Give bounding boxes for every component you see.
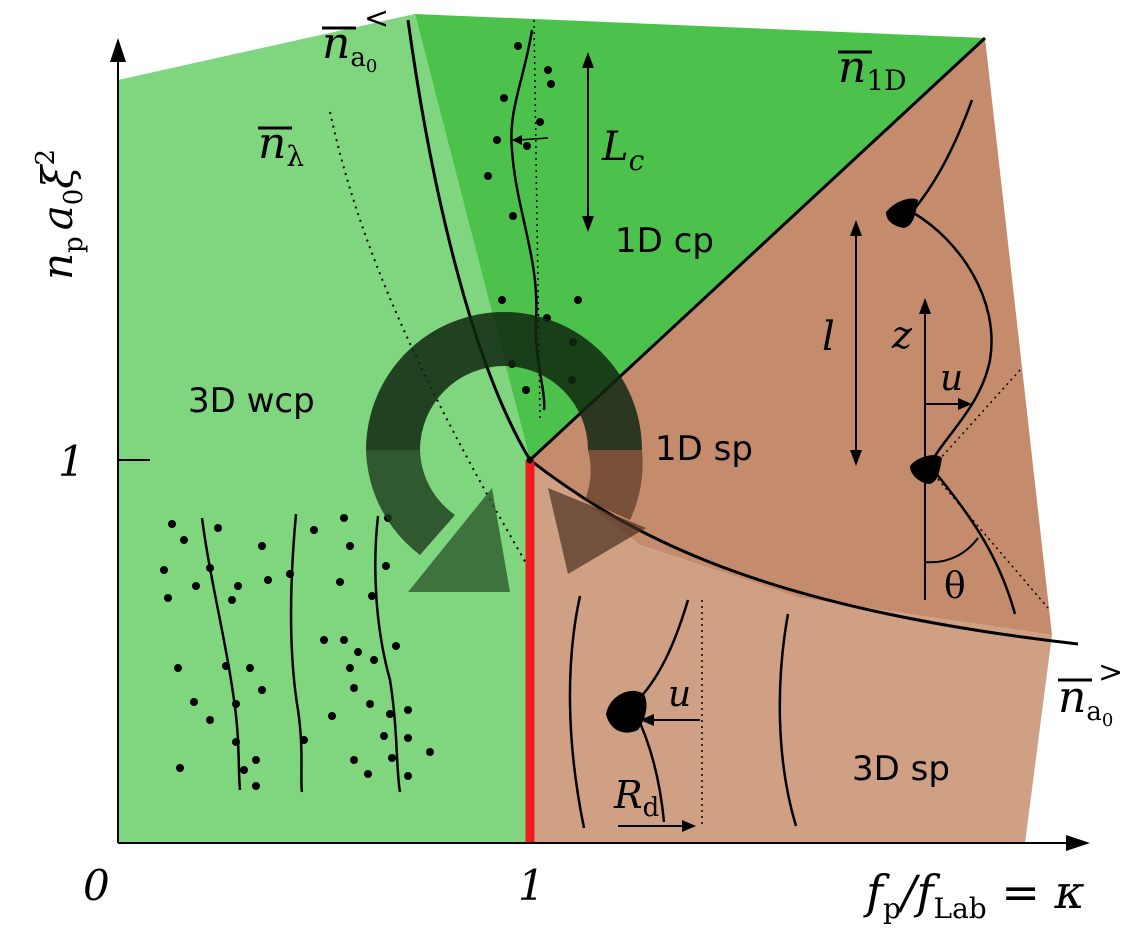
region-3d-wcp [118, 14, 530, 843]
label-n-lambda: nλ [258, 118, 304, 173]
region-3d-sp [530, 460, 1052, 843]
inset-3d-sp-pin [606, 690, 647, 733]
inset-1d-cp-reference-line [533, 19, 541, 421]
lc-double-arrow-top [582, 52, 594, 68]
region-label-1d-sp: 1D sp [655, 429, 753, 469]
y-label-sup-2: 2 [31, 149, 61, 166]
label-rd: Rd [613, 773, 659, 823]
theta-arc [924, 537, 979, 564]
inset-3d-sp-line-3 [778, 613, 798, 827]
inset-3d-sp: u Rd [568, 595, 798, 832]
label-n-1d: n1D [838, 42, 907, 97]
x-tick-label-1: 1 [518, 861, 545, 910]
y-label-xi: ξ [33, 164, 82, 189]
curved-arrow-ring-left-lower [366, 450, 455, 555]
spacing-arrow-bottom [850, 450, 862, 466]
origin-tick-label: 0 [83, 861, 110, 910]
inset-3d-sp-line-1 [568, 595, 586, 829]
svg-text:na0: na0 [1058, 672, 1113, 731]
curved-arrow-ring-right-lower [585, 450, 643, 520]
lc-arrow-pointer [517, 137, 549, 141]
svg-text:n1D: n1D [838, 42, 907, 97]
y-label-n: n [33, 253, 82, 280]
svg-text:>: > [1098, 655, 1123, 690]
inset-1d-sp-z-arrowhead [919, 298, 931, 314]
curve-n-a0-greater [529, 458, 1079, 646]
svg-text:<: < [364, 1, 389, 36]
curve-n-a0-less [406, 19, 532, 461]
curved-transition-arrow [366, 312, 646, 592]
label-l: l [822, 314, 835, 360]
y-label-sub-p: p [59, 236, 89, 253]
x-label-sub-p: p [883, 892, 901, 925]
label-n-a0-greater: na0 > [1058, 655, 1123, 731]
x-axis-arrowhead [1066, 835, 1090, 851]
region-label-3d-sp: 3D sp [852, 749, 950, 789]
inset-3d-wcp-line-3 [374, 515, 402, 793]
inset-3d-wcp-pins [160, 514, 434, 790]
tangent-dotted-line-lower [929, 469, 1049, 609]
x-label-sub-lab: Lab [934, 892, 987, 925]
lc-arrow-pointer-head [512, 135, 522, 145]
y-axis-label: npa0ξ2 [31, 149, 89, 280]
u-lower-arrowhead [640, 714, 654, 726]
x-label-tail: = κ [987, 865, 1085, 919]
critical-point [526, 456, 534, 464]
curved-arrow-head-left [408, 488, 510, 592]
x-axis-label: fp/fLab = κ [863, 865, 1085, 925]
label-z: z [891, 313, 913, 357]
label-theta: θ [944, 566, 966, 607]
tangent-dotted-line [929, 369, 1021, 471]
svg-text:na0: na0 [322, 18, 377, 77]
lc-double-arrow-bottom [582, 216, 594, 232]
inset-1d-sp-vortex-line [910, 99, 1017, 615]
x-label-slash-f: /f [897, 865, 940, 919]
label-u-lower: u [668, 674, 691, 715]
svg-text:nλ: nλ [258, 118, 304, 173]
curved-arrow-ring-dark [366, 312, 642, 450]
y-axis-arrowhead [110, 38, 126, 62]
label-lc: Lc [601, 124, 645, 177]
y-label-a: a [33, 205, 82, 230]
curved-arrow-head-right [548, 488, 646, 574]
inset-1d-sp-pin-upper [886, 198, 918, 228]
label-n-a0-less: na0 < [322, 1, 389, 77]
inset-1d-sp-pin-lower [910, 455, 942, 484]
y-tick-label-1: 1 [58, 437, 85, 486]
inset-3d-wcp-line-2 [289, 513, 304, 793]
label-u-upper: u [940, 358, 963, 399]
region-label-3d-wcp: 3D wcp [188, 381, 315, 421]
spacing-arrow-top [850, 220, 862, 236]
region-1d-sp [530, 38, 1052, 635]
region-label-1d-cp: 1D cp [615, 221, 714, 261]
inset-1d-sp: z l u θ [822, 99, 1049, 615]
u-upper-arrowhead [958, 398, 972, 410]
inset-3d-wcp [160, 513, 434, 793]
y-label-sub-0: 0 [59, 189, 89, 206]
rd-arrowhead [682, 820, 696, 832]
